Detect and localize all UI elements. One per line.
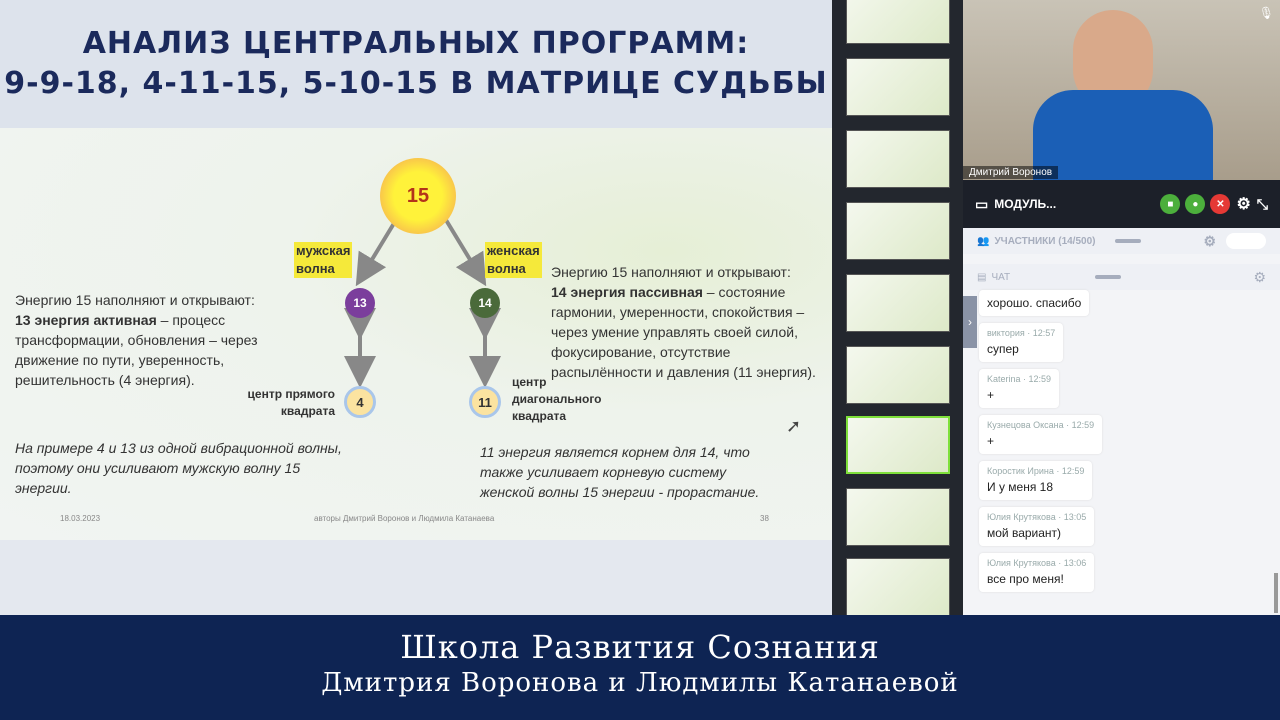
slide-thumbnail[interactable]	[846, 558, 950, 616]
drag-handle[interactable]	[1115, 239, 1142, 243]
arrows	[344, 218, 501, 388]
slide-thumbnail[interactable]	[846, 274, 950, 332]
chat-message: Katerina · 12:59+	[979, 369, 1060, 408]
camera-button[interactable]: ■	[1160, 194, 1181, 214]
slide-thumbnail[interactable]	[846, 202, 950, 260]
screen-share-off-button[interactable]: ✕	[1210, 194, 1231, 214]
note-right: 11 энергия является корнем для 14, что т…	[480, 444, 760, 500]
slide-title: Анализ центральных программ: 9-9-18, 4-1…	[0, 0, 832, 128]
slide-authors: авторы Дмитрий Воронов и Людмила Катанае…	[314, 514, 495, 523]
slide-page-number: 38	[760, 514, 769, 523]
microphone-button[interactable]: ●	[1185, 194, 1206, 214]
speaker-video: Дмитрий Воронов 🎙	[963, 0, 1280, 180]
slide-title-line1: Анализ центральных программ:	[82, 26, 750, 61]
minimize-icon[interactable]: ⤡	[1256, 195, 1268, 212]
participants-settings-icon[interactable]: ⚙	[1203, 232, 1216, 249]
participants-search-input[interactable]	[1226, 233, 1266, 249]
mouse-cursor-icon: ➚	[786, 416, 802, 436]
energy-11-circle: 11	[469, 386, 501, 418]
drag-handle[interactable]	[1095, 275, 1122, 279]
chat-header[interactable]: ▤ ЧАТ ⚙	[963, 264, 1280, 290]
slide-thumbnail[interactable]	[846, 0, 950, 44]
slide-thumbnail[interactable]	[846, 488, 950, 546]
energy-14-circle: 14	[470, 288, 500, 318]
slide-thumbnail-selected[interactable]	[846, 416, 950, 474]
side-panel: 👥 УЧАСТНИКИ (14/500) ⚙ ▤ ЧАТ ⚙ хорошо. с…	[963, 228, 1280, 615]
slide-title-line2: 9-9-18, 4-11-15, 5-10-15 в матрице судьб…	[4, 66, 828, 101]
participants-icon: 👥	[977, 235, 990, 247]
banner-line1: Школа Развития Сознания	[400, 628, 880, 666]
energy-13-circle: 13	[345, 288, 375, 318]
slide-date: 18.03.2023	[60, 514, 101, 523]
chat-scrollbar[interactable]	[1274, 573, 1278, 613]
speaker-shirt	[1033, 90, 1213, 180]
right-description: Энергию 15 наполняют и открывают:14 энер…	[551, 264, 816, 380]
energy-15-circle: 15	[380, 158, 456, 234]
expand-panel-button[interactable]: ›	[963, 296, 977, 348]
participants-header[interactable]: 👥 УЧАСТНИКИ (14/500) ⚙	[963, 228, 1280, 254]
school-banner: Школа Развития Сознания Дмитрия Воронова…	[0, 615, 1280, 720]
slide-thumbnail[interactable]	[846, 58, 950, 116]
speaker-name: Дмитрий Воронов	[963, 166, 1059, 179]
slide-background	[0, 540, 832, 615]
module-title: МОДУЛЬ...	[994, 197, 1057, 211]
slide-thumbnail[interactable]	[846, 130, 950, 188]
chat-icon: ▤	[977, 271, 987, 283]
energy-4-circle: 4	[344, 386, 376, 418]
note-left: На примере 4 и 13 из одной вибрационной …	[15, 440, 342, 496]
video-camera-icon: ▭	[975, 195, 989, 212]
arrow-to-13	[355, 218, 398, 287]
slide-thumbnail[interactable]	[846, 346, 950, 404]
arrow-to-14	[444, 218, 487, 287]
chat-message: Кузнецова Оксана · 12:59+	[979, 415, 1103, 454]
microphone-icon: 🎙	[1258, 6, 1274, 20]
left-description: Энергию 15 наполняют и открывают:13 энер…	[15, 292, 258, 388]
chat-message: хорошо. спасибо	[979, 290, 1090, 316]
chat-settings-icon[interactable]: ⚙	[1253, 268, 1266, 285]
conference-toolbar: ▭ МОДУЛЬ... ■ ● ✕ ⚙ ⤡	[963, 180, 1280, 228]
banner-line2: Дмитрия Воронова и Людмилы Катанаевой	[321, 668, 959, 698]
settings-gear-icon[interactable]: ⚙	[1236, 196, 1251, 213]
